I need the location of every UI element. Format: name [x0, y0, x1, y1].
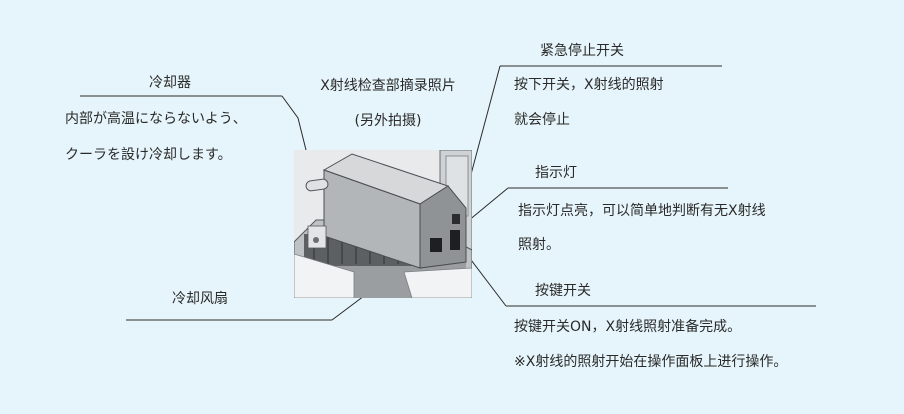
- photo-caption-subtitle: (另外拍摄): [354, 113, 422, 129]
- xray-inspection-photo: [294, 150, 472, 298]
- cooler-heading: 冷却器: [149, 75, 191, 91]
- emergency-stop-heading: 紧急停止开关: [540, 43, 624, 59]
- cooling-fan-heading: 冷却风扇: [172, 291, 228, 307]
- cooler-desc-line-1: 内部が高温にならないよう、: [65, 111, 247, 127]
- key-switch-desc-line-1: 按键开关ON，X射线照射准备完成。: [514, 319, 742, 335]
- key-switch-heading: 按键开关: [535, 283, 591, 299]
- indicator-light-desc-line-2: 照射。: [518, 237, 560, 253]
- indicator-light-desc-line-1: 指示灯点亮，可以简单地判断有无X射线: [518, 203, 766, 219]
- photo-caption-title: X射线检查部摘录照片: [320, 78, 456, 94]
- indicator-light-heading: 指示灯: [535, 165, 577, 181]
- emergency-stop-desc-line-1: 按下开关，X射线的照射: [514, 77, 664, 93]
- emergency-stop-desc-line-2: 就会停止: [514, 112, 570, 128]
- key-switch-desc-line-2: ※X射线的照射开始在操作面板上进行操作。: [514, 354, 788, 370]
- cooler-desc-line-2: クーラを設け冷却します。: [65, 147, 232, 163]
